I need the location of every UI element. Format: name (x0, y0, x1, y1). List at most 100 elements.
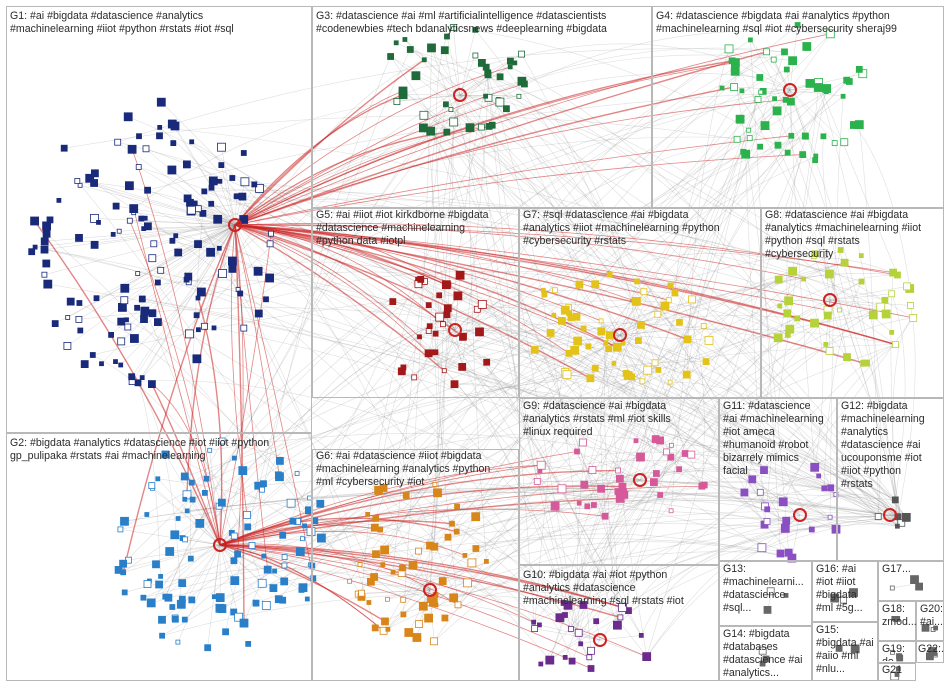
user-node[interactable] (808, 526, 815, 533)
user-node[interactable] (230, 532, 238, 540)
user-node[interactable] (495, 97, 505, 107)
user-node[interactable] (161, 450, 170, 459)
user-node[interactable] (634, 278, 640, 285)
user-node[interactable] (372, 515, 380, 522)
user-node[interactable] (417, 275, 425, 283)
user-node[interactable] (591, 364, 599, 372)
user-node[interactable] (402, 37, 408, 42)
user-node[interactable] (660, 301, 670, 311)
user-node[interactable] (530, 345, 539, 354)
user-node[interactable] (430, 637, 439, 646)
user-node[interactable] (175, 516, 181, 521)
user-node[interactable] (822, 84, 831, 93)
user-node[interactable] (483, 93, 489, 99)
user-node[interactable] (840, 258, 849, 267)
user-node[interactable] (819, 248, 828, 258)
hub-node[interactable] (613, 328, 627, 342)
user-node[interactable] (637, 320, 645, 329)
user-node[interactable] (835, 645, 843, 652)
user-node[interactable] (580, 480, 589, 489)
user-node[interactable] (217, 178, 223, 184)
user-node[interactable] (783, 593, 789, 598)
user-node[interactable] (667, 282, 674, 289)
user-node[interactable] (167, 165, 177, 175)
user-node[interactable] (399, 564, 406, 572)
user-node[interactable] (187, 555, 194, 562)
user-node[interactable] (598, 318, 604, 324)
user-node[interactable] (651, 435, 660, 444)
user-node[interactable] (518, 50, 525, 58)
user-node[interactable] (427, 43, 436, 53)
hub-node[interactable] (793, 508, 807, 522)
user-node[interactable] (441, 368, 447, 374)
user-node[interactable] (568, 657, 576, 665)
user-node[interactable] (531, 625, 538, 632)
user-node[interactable] (894, 271, 901, 279)
user-node[interactable] (85, 173, 95, 183)
user-node[interactable] (849, 588, 858, 597)
user-node[interactable] (756, 488, 764, 496)
user-node[interactable] (442, 101, 449, 108)
user-node[interactable] (668, 508, 674, 514)
user-node[interactable] (827, 514, 833, 520)
user-node[interactable] (253, 266, 263, 276)
user-node[interactable] (170, 530, 180, 540)
user-node[interactable] (682, 370, 691, 379)
user-node[interactable] (436, 292, 443, 299)
user-node[interactable] (148, 309, 157, 318)
user-node[interactable] (184, 272, 193, 281)
user-node[interactable] (182, 160, 191, 169)
user-node[interactable] (117, 317, 126, 326)
user-node[interactable] (138, 215, 145, 222)
user-node[interactable] (129, 204, 139, 214)
user-node[interactable] (823, 341, 829, 347)
user-node[interactable] (99, 361, 104, 367)
user-node[interactable] (531, 619, 536, 625)
user-node[interactable] (890, 649, 895, 655)
user-node[interactable] (748, 475, 757, 484)
user-node[interactable] (444, 33, 450, 40)
user-node[interactable] (550, 501, 560, 511)
user-node[interactable] (533, 477, 541, 485)
user-node[interactable] (412, 633, 422, 642)
user-node[interactable] (901, 513, 911, 522)
user-node[interactable] (215, 603, 225, 613)
user-node[interactable] (248, 542, 256, 549)
user-node[interactable] (281, 562, 288, 569)
user-node[interactable] (117, 526, 124, 533)
user-node[interactable] (269, 584, 278, 592)
user-node[interactable] (483, 358, 491, 366)
user-node[interactable] (667, 379, 673, 385)
user-node[interactable] (763, 48, 770, 56)
user-node[interactable] (80, 360, 89, 369)
user-node[interactable] (615, 493, 625, 503)
user-node[interactable] (154, 279, 161, 286)
user-node[interactable] (261, 601, 271, 610)
user-node[interactable] (444, 533, 452, 541)
user-node[interactable] (75, 315, 83, 323)
user-node[interactable] (60, 144, 68, 152)
user-node[interactable] (117, 337, 126, 346)
user-node[interactable] (184, 329, 194, 339)
user-node[interactable] (784, 296, 793, 306)
user-node[interactable] (201, 188, 208, 195)
user-node[interactable] (579, 601, 588, 609)
user-node[interactable] (233, 193, 240, 200)
user-node[interactable] (114, 138, 122, 146)
user-node[interactable] (289, 517, 297, 525)
user-node[interactable] (746, 135, 753, 142)
user-node[interactable] (404, 628, 414, 637)
user-node[interactable] (472, 52, 479, 59)
user-node[interactable] (578, 641, 584, 647)
user-node[interactable] (477, 59, 486, 67)
user-node[interactable] (458, 362, 467, 371)
user-node[interactable] (438, 577, 447, 585)
user-node[interactable] (788, 56, 797, 66)
user-node[interactable] (746, 127, 752, 133)
user-node[interactable] (704, 335, 714, 345)
user-node[interactable] (845, 78, 853, 85)
user-node[interactable] (279, 531, 287, 539)
user-node[interactable] (204, 644, 212, 652)
user-node[interactable] (787, 553, 797, 563)
user-node[interactable] (837, 247, 844, 253)
